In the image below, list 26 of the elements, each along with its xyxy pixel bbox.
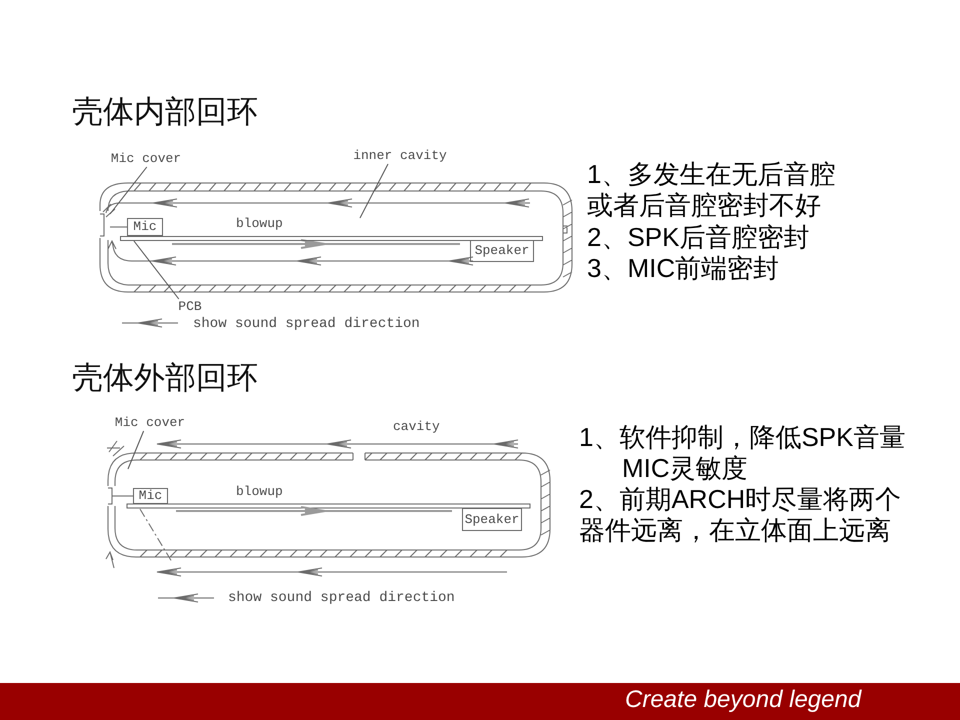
component-box: Mic bbox=[133, 488, 168, 504]
section-heading: 壳体内部回环 bbox=[72, 93, 258, 131]
component-box: Mic bbox=[127, 218, 163, 236]
footer-slogan: Create beyond legend bbox=[625, 686, 862, 714]
leader-line bbox=[133, 240, 180, 300]
part-label: Mic cover bbox=[110, 415, 190, 431]
legend-text: show sound spread direction bbox=[193, 316, 420, 332]
legend-text: show sound spread direction bbox=[228, 590, 455, 606]
leader-line bbox=[110, 166, 148, 214]
note-text: 2、SPK后音腔密封 bbox=[587, 222, 810, 253]
component-box: Speaker bbox=[470, 240, 534, 262]
drawing-label: blowup bbox=[236, 216, 283, 232]
component-box: Speaker bbox=[462, 508, 522, 531]
part-label: PCB bbox=[174, 299, 206, 314]
note-text: 1、软件抑制，降低SPK音量MIC灵敏度 bbox=[579, 422, 906, 484]
leader-line bbox=[128, 430, 144, 470]
note-text: 3、MIC前端密封 bbox=[587, 253, 780, 284]
section-heading: 壳体外部回环 bbox=[72, 359, 258, 397]
note-text: 2、前期ARCH时尽量将两个器件远离，在立体面上远离 bbox=[579, 484, 902, 546]
leader-line bbox=[360, 164, 388, 218]
drawing-label: cavity bbox=[393, 419, 440, 435]
part-label: inner cavity bbox=[350, 148, 450, 164]
note-text: 1、多发生在无后音腔或者后音腔密封不好 bbox=[587, 159, 836, 221]
circuit-board bbox=[120, 236, 543, 241]
part-label: Mic cover bbox=[106, 151, 186, 167]
drawing-label: blowup bbox=[236, 484, 283, 500]
